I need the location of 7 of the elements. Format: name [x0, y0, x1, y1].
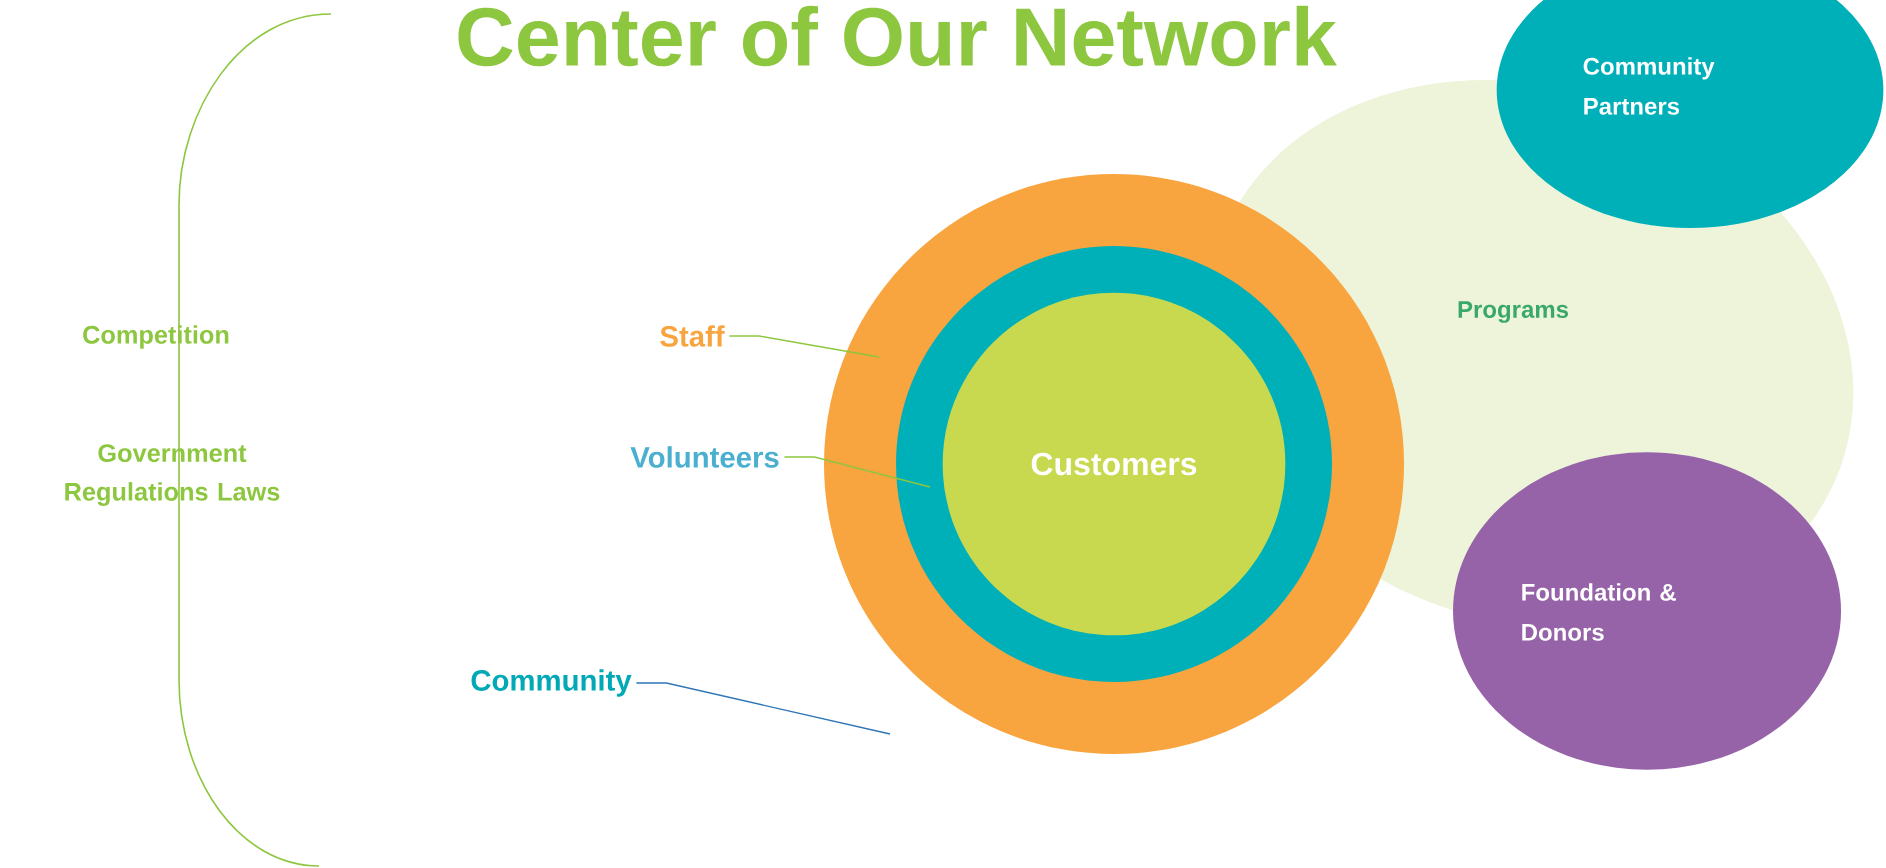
leader-line [635, 682, 891, 735]
leader-line [728, 335, 880, 358]
callout-label: Staff [660, 325, 725, 347]
callout-label: Community [471, 669, 632, 697]
callout-label: Volunteers [630, 446, 779, 468]
title: Center of Our Network [458, 5, 1337, 67]
leader-line [783, 456, 931, 488]
